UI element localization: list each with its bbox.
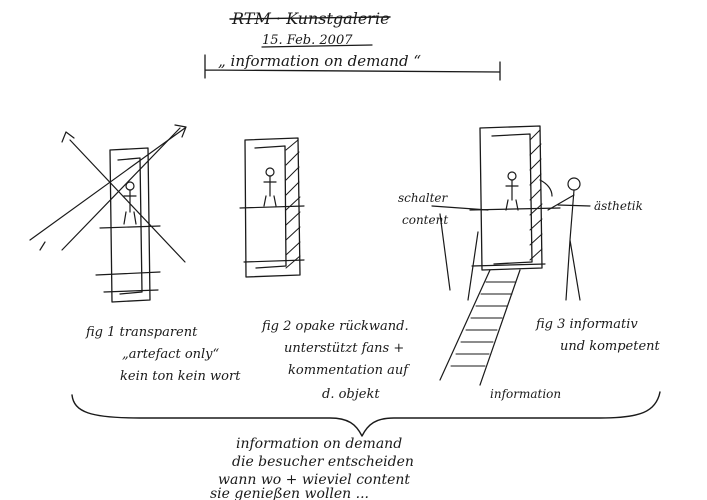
- header-subtitle: „ information on demand “: [218, 52, 421, 70]
- fig3-caption-line-1: fig 3 informativ: [535, 317, 638, 332]
- fig2-caption-line-1: fig 2 opake rückwand.: [261, 319, 409, 334]
- date-underline: [261, 44, 373, 48]
- fig2-caption-line-4: d. objekt: [322, 387, 380, 402]
- footer-line-2: die besucher entscheiden: [232, 454, 414, 470]
- fig3-caption-line-2: und kompetent: [560, 339, 661, 354]
- footer-line-1: information on demand: [236, 436, 402, 452]
- figure-3-caption: fig 3 informativ und kompetent: [535, 317, 661, 354]
- fig2-caption-line-3: kommentation auf: [288, 363, 410, 378]
- footer-note: information on demand die besucher entsc…: [210, 436, 414, 500]
- annotation-schalter: schalter: [398, 191, 449, 205]
- fig1-caption-line-3: kein ton kein wort: [120, 369, 241, 384]
- annotation-content: content: [402, 213, 448, 227]
- fig1-caption-line-1: fig 1 transparent: [85, 325, 198, 340]
- annotations: schalter content ästhetik information: [398, 191, 643, 401]
- figure-2-caption: fig 2 opake rückwand. unterstützt fans +…: [261, 319, 410, 402]
- summary-brace: [71, 391, 661, 437]
- figure-1-caption: fig 1 transparent „artefact only“ kein t…: [85, 325, 241, 384]
- footer-line-3: wann wo + wieviel content: [218, 472, 410, 488]
- annotation-information: information: [490, 387, 561, 401]
- fig1-caption-line-2: „artefact only“: [122, 347, 220, 362]
- figure-1-sketch: [29, 124, 187, 303]
- header: RTM · Kunstgalerie 15. Feb. 2007 „ infor…: [204, 9, 501, 81]
- figure-2-sketch: [239, 137, 305, 278]
- subtitle-bracket: [204, 54, 501, 81]
- footer-line-4: sie genießen wollen ...: [210, 486, 369, 500]
- annotation-aesthetik: ästhetik: [594, 199, 643, 213]
- fig2-caption-line-2: unterstützt fans +: [284, 341, 404, 356]
- title-strike: [229, 16, 391, 20]
- figure-3-sketch: [431, 125, 591, 386]
- header-date: 15. Feb. 2007: [262, 33, 353, 48]
